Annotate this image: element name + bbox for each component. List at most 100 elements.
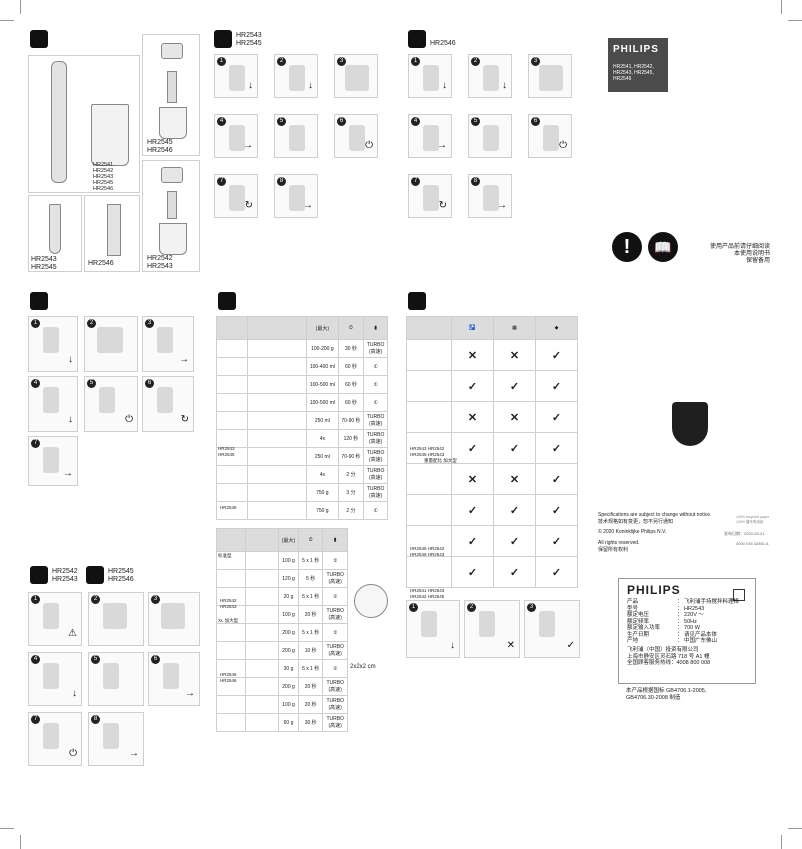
table-cell: 4x <box>306 465 339 484</box>
table-row: ✕✕✓ <box>406 401 578 433</box>
label-value: 220V ～ <box>684 612 704 618</box>
table-cell: ① <box>322 587 348 606</box>
cell-illustration <box>247 465 307 484</box>
header-speed-icon: ▮ <box>322 528 348 552</box>
read-manual-icon: 📖 <box>648 232 678 262</box>
cell-illustration <box>245 677 279 696</box>
whisk-icon <box>214 30 232 48</box>
label-separator: ： <box>677 605 685 612</box>
label-company: 飞利浦（中国）投资有限公司 上海市静安区灵石路 718 号 A1 幢 全国顾客服… <box>627 647 710 667</box>
table-cell: 100-200 g <box>306 339 339 358</box>
table-cell: 200 g <box>277 677 300 696</box>
table-cell: 10 秒 <box>298 641 324 660</box>
table-cell: 100 g <box>277 551 300 570</box>
storage-step-3: 3✓ <box>524 600 580 658</box>
section-models: HR2543 HR2545 <box>236 32 262 47</box>
label-brand: PHILIPS <box>627 583 681 597</box>
header-blank <box>216 316 248 340</box>
label-square-icon <box>733 589 745 601</box>
parts-panel-main: HR2541 HR2542 HR2543 HR2545 HR2546 <box>28 55 140 193</box>
cell-illustration <box>247 357 307 376</box>
table-cell: 100-500 ml <box>306 393 339 412</box>
crop-mark <box>788 828 802 829</box>
table-cell: 60 g <box>277 713 300 732</box>
company-line-3: 全国顾客服务热线：4008 800 008 <box>627 660 711 666</box>
table-cell: ✕ <box>493 401 536 433</box>
table-cell: 100 g <box>277 605 300 624</box>
label-separator: ： <box>677 625 685 631</box>
table-cell: ✓ <box>535 432 578 464</box>
brand-logo-text: PHILIPS <box>613 44 659 55</box>
table-cell: 750 g <box>306 501 339 520</box>
blender-step-6: 6↻ <box>142 376 194 432</box>
label-key: 产品 <box>627 599 639 605</box>
parts-panel-chopper: HR2542 HR2543 <box>142 160 200 272</box>
table-cell: ① <box>363 393 388 412</box>
whisk-step-8: 8→ <box>274 174 318 218</box>
crop-mark <box>781 0 782 14</box>
chopper-model-1: HR2542 HR2543 <box>220 598 237 609</box>
header-drop-icon: ◆ <box>535 316 578 340</box>
philips-shield-logo <box>672 402 708 446</box>
cell-illustration <box>247 501 307 520</box>
chopper-step-6: 6→ <box>148 652 200 706</box>
table-cell: TURBO (高速) <box>363 411 388 430</box>
crop-mark <box>788 20 802 21</box>
table-cell: ✓ <box>535 463 578 495</box>
header-ingredient <box>245 528 279 552</box>
table-cell: 20 秒 <box>298 605 324 624</box>
chopper-step-3: 3 <box>148 592 200 646</box>
table-cell: ✓ <box>535 525 578 557</box>
beater-step-5: 5 <box>468 114 512 158</box>
table-cell: 60 秒 <box>337 375 365 394</box>
beater-step-2: 2↓ <box>468 54 512 98</box>
cell-illustration <box>247 393 307 412</box>
cell-illustration <box>216 465 248 484</box>
crop-mark <box>781 835 782 849</box>
box-icon <box>30 30 48 48</box>
header-blank <box>216 528 246 552</box>
whisk-step-7: 7↻ <box>214 174 258 218</box>
table-cell: 2 分 <box>337 465 365 484</box>
table-cell: ① <box>363 357 388 376</box>
table-row: ✕✕✓ <box>406 463 578 495</box>
label-key: 额定频率 <box>627 618 650 625</box>
cell-illustration <box>247 447 307 466</box>
beater-step-4: 4→ <box>408 114 452 158</box>
cell-illustration <box>245 641 279 660</box>
table-cell: 750 g <box>306 483 339 502</box>
models-label: HR2541 HR2542 HR2543 HR2545 HR2546 <box>93 162 114 192</box>
notice-line-4: All rights reserved. <box>598 540 640 546</box>
table-cell: 5 x 1 秒 <box>298 587 324 606</box>
amounts-model-2: HR2546 <box>220 505 237 510</box>
table-cell: TURBO (高速) <box>322 605 348 624</box>
parts-panel-whisk: HR2543 HR2545 <box>28 195 82 272</box>
cleaning-icon <box>408 292 426 310</box>
warning-line-2: 本使用说明书 <box>733 251 770 257</box>
table-header-row: (最大) ⏱ ▮ <box>216 528 348 552</box>
table-cell: 5 x 1 秒 <box>298 551 324 570</box>
cell-illustration <box>406 494 452 526</box>
header-time-icon: ⏱ <box>337 316 365 340</box>
whisk-step-1: 1↓ <box>214 54 258 98</box>
table-cell: ✓ <box>451 525 494 557</box>
table-cell: ✕ <box>451 339 494 371</box>
label-separator: ： <box>677 638 685 644</box>
table-cell: ✕ <box>451 401 494 433</box>
label-row: 额定电压： 220V ～ <box>627 612 739 619</box>
ingredient-circle <box>354 584 388 618</box>
chopper-step-2: 2 <box>88 592 144 646</box>
cell-illustration <box>216 695 246 714</box>
cell-illustration <box>216 623 246 642</box>
blender-step-7: 7→ <box>28 436 78 486</box>
table-cell: ① <box>322 623 348 642</box>
chopper-std-label: 标准型 <box>218 553 232 558</box>
table-cell: TURBO (高速) <box>322 569 348 588</box>
label-separator: ： <box>677 612 685 618</box>
table-cell: TURBO (高速) <box>322 641 348 660</box>
